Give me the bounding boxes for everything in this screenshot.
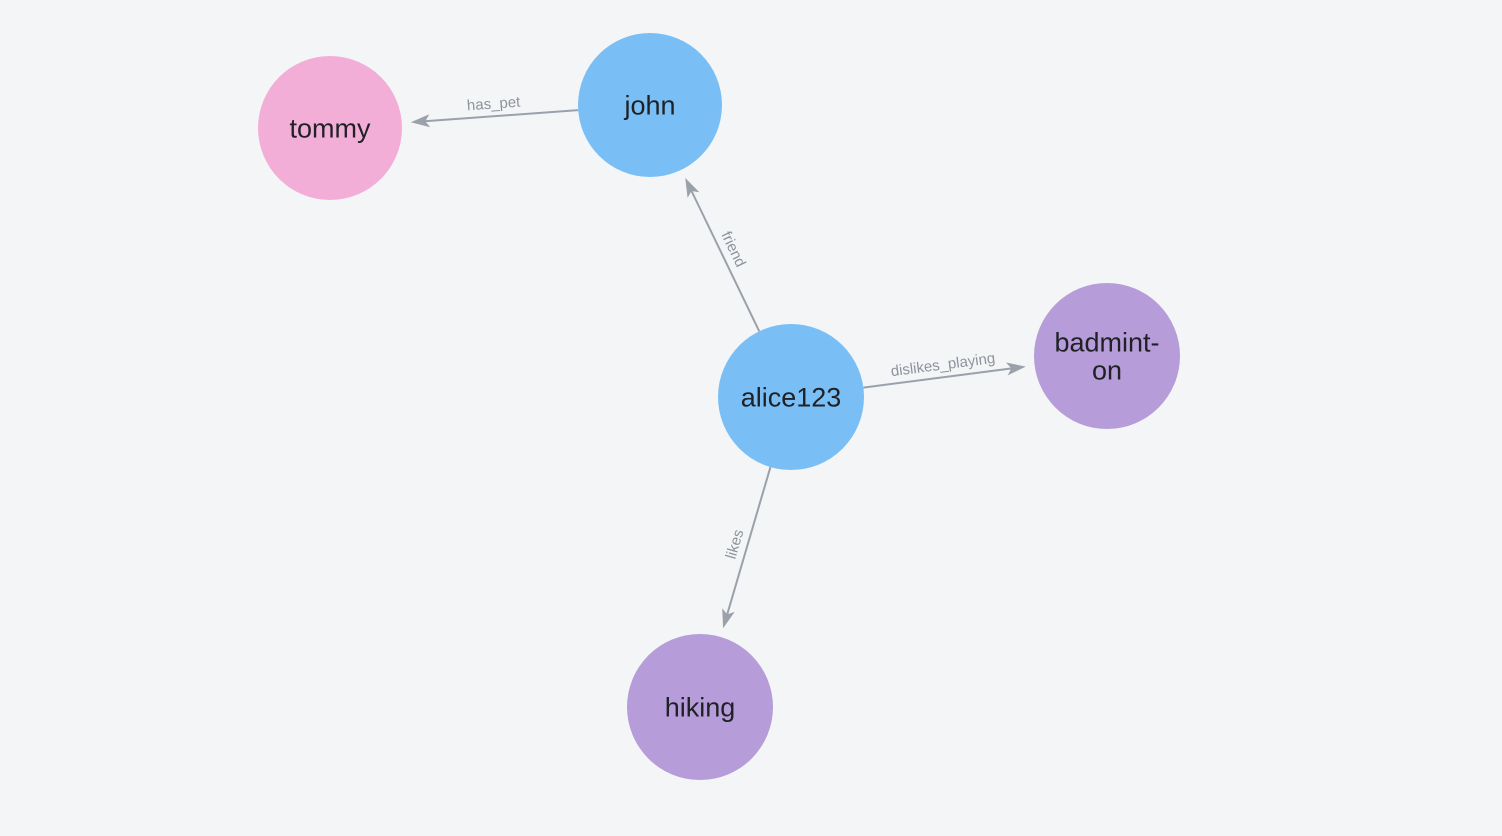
- graph-edge-alice123-likes-hiking[interactable]: [725, 466, 772, 618]
- graph-edge-alice123-friend-john[interactable]: [689, 188, 761, 332]
- edge-label-john-has_pet-tommy: has_pet: [466, 94, 521, 115]
- edge-arrowhead-john-has_pet-tommy: [410, 114, 431, 128]
- graph-node-badminton[interactable]: [1034, 283, 1180, 429]
- graph-node-tommy[interactable]: [258, 56, 402, 200]
- graph-node-john[interactable]: [578, 33, 722, 177]
- edge-label-alice123-dislikes_playing-badminton: dislikes_playing: [890, 350, 996, 380]
- edge-label-alice123-friend-john: friend: [717, 229, 749, 270]
- graph-edge-alice123-dislikes_playing-badminton[interactable]: [863, 367, 1014, 389]
- graph-node-alice123[interactable]: [718, 324, 864, 470]
- graph-edge-john-has_pet-tommy[interactable]: [422, 109, 579, 123]
- edge-arrowhead-alice123-dislikes_playing-badminton: [1006, 362, 1026, 376]
- edge-arrowhead-alice123-likes-hiking: [722, 608, 735, 629]
- edge-arrowhead-alice123-friend-john: [685, 177, 700, 198]
- graph-node-hiking[interactable]: [627, 634, 773, 780]
